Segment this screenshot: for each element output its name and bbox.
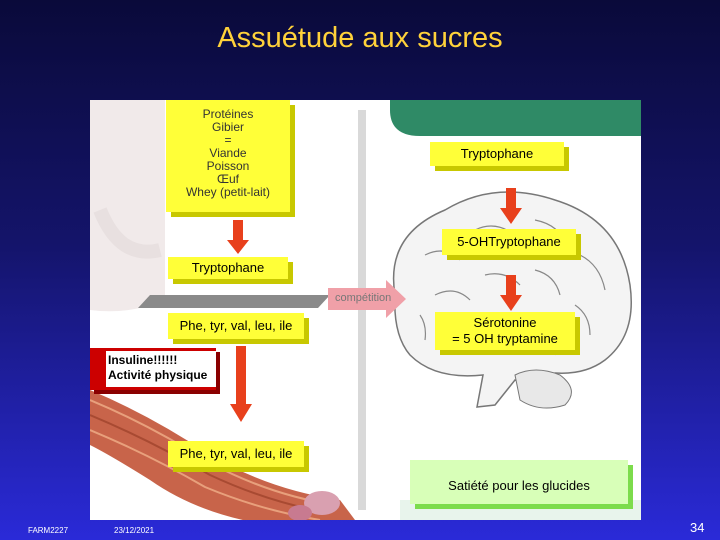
activity-line: Activité physique [108,368,216,383]
blood-amino-acids-box: Phe, tyr, val, leu, ile [168,313,304,339]
blood-tryptophan-box: Tryptophane [168,257,288,279]
competition-label: compétition [335,292,391,304]
insulin-box: Insuline!!!!!! Activité physique [90,348,216,390]
arrow-tryptophan-to-5oh [500,188,522,224]
diagram-figure: compétition Protéines Gibier = Viande Po… [90,100,641,520]
footer-course-code: FARM2227 [28,526,68,535]
footer-date: 23/12/2021 [114,526,154,535]
source-line: Whey (petit-lait) [166,186,290,199]
page-number: 34 [690,520,704,535]
protein-sources-box: Protéines Gibier = Viande Poisson Œuf Wh… [166,100,290,212]
serotonin-box: Sérotonine = 5 OH tryptamine [435,312,575,350]
arrow-to-muscle [230,346,252,422]
arrow-5oh-to-serotonin [500,275,522,311]
slide-title: Assuétude aux sucres [0,22,720,55]
muscle-amino-acids-box: Phe, tyr, val, leu, ile [168,441,304,467]
arrow-sources-to-tryptophan [227,220,249,254]
serotonin-definition-line: = 5 OH tryptamine [435,331,575,347]
satiety-box: Satiété pour les glucides [410,460,628,504]
brain-tryptophan-box: Tryptophane [430,142,564,166]
brain-5oh-tryptophan-box: 5-OHTryptophane [442,229,576,255]
serotonin-line: Sérotonine [435,315,575,331]
insulin-line: Insuline!!!!!! [108,353,216,368]
insulin-text: Insuline!!!!!! Activité physique [106,351,216,387]
